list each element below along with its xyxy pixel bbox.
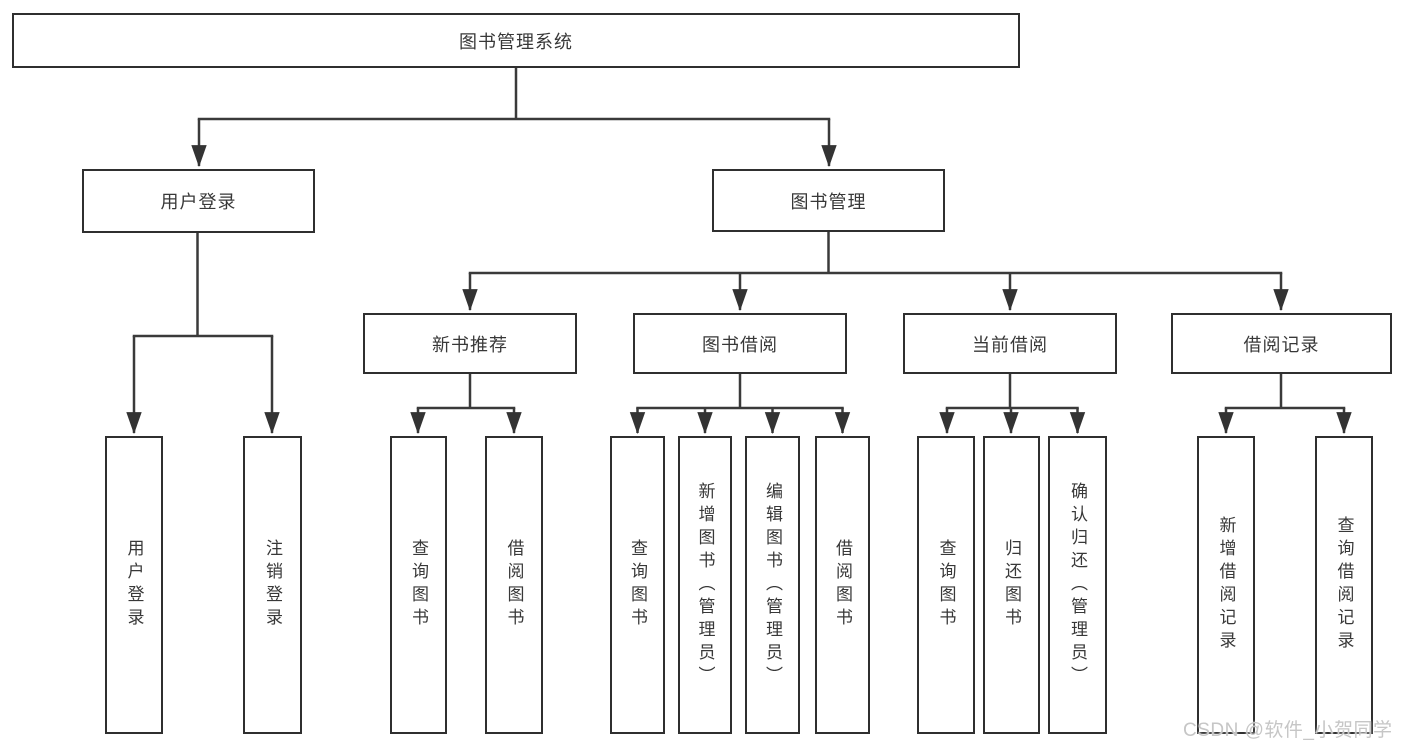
node-label: 当前借阅 <box>972 334 1048 355</box>
node-label: 用户登录 <box>160 192 237 212</box>
leaf-label: 借阅图书 <box>833 539 852 631</box>
leaf-edit-books-admin: 编辑图书（管理员） <box>745 436 800 734</box>
leaf-label: 查询图书 <box>628 539 647 631</box>
leaf-borrow-books: 借阅图书 <box>485 436 543 734</box>
leaf-label: 查询图书 <box>936 539 956 631</box>
leaf-confirm-return-admin: 确认归还（管理员） <box>1048 436 1107 734</box>
leaf-logout: 注销登录 <box>243 436 302 734</box>
leaf-label: 查询借阅记录 <box>1334 516 1354 654</box>
node-book-management: 图书管理 <box>712 169 945 232</box>
leaf-add-books-admin: 新增图书（管理员） <box>678 436 732 734</box>
node-current-borrowing: 当前借阅 <box>903 313 1117 374</box>
leaf-label: 新增图书（管理员） <box>695 481 715 689</box>
node-label: 借阅记录 <box>1243 334 1320 355</box>
node-library-management-system: 图书管理系统 <box>12 13 1020 68</box>
leaf-label: 查询图书 <box>409 539 428 631</box>
leaf-label: 确认归还（管理员） <box>1068 481 1087 689</box>
leaf-query-books: 查询图书 <box>390 436 447 734</box>
leaf-label: 注销登录 <box>263 539 282 631</box>
node-label: 新书推荐 <box>432 334 508 355</box>
node-label: 图书管理 <box>790 191 867 212</box>
leaf-query-books: 查询图书 <box>610 436 665 734</box>
leaf-user-login: 用户登录 <box>105 436 163 734</box>
leaf-label: 借阅图书 <box>504 539 524 631</box>
leaf-borrow-books: 借阅图书 <box>815 436 870 734</box>
leaf-label: 用户登录 <box>124 539 144 631</box>
node-book-borrowing: 图书借阅 <box>633 313 847 374</box>
node-user-login: 用户登录 <box>82 169 315 233</box>
node-label: 图书借阅 <box>702 334 778 355</box>
node-label: 图书管理系统 <box>459 31 573 52</box>
csdn-watermark: CSDN @软件_小贺同学 <box>1183 720 1393 741</box>
leaf-label: 归还图书 <box>1002 539 1021 631</box>
node-borrowing-records: 借阅记录 <box>1171 313 1392 374</box>
leaf-query-borrow-record: 查询借阅记录 <box>1315 436 1373 734</box>
leaf-return-books: 归还图书 <box>983 436 1040 734</box>
node-new-book-recommendation: 新书推荐 <box>363 313 577 374</box>
leaf-query-books: 查询图书 <box>917 436 975 734</box>
leaf-label: 新增借阅记录 <box>1216 516 1236 654</box>
leaf-add-borrow-record: 新增借阅记录 <box>1197 436 1255 734</box>
leaf-label: 编辑图书（管理员） <box>763 481 782 689</box>
